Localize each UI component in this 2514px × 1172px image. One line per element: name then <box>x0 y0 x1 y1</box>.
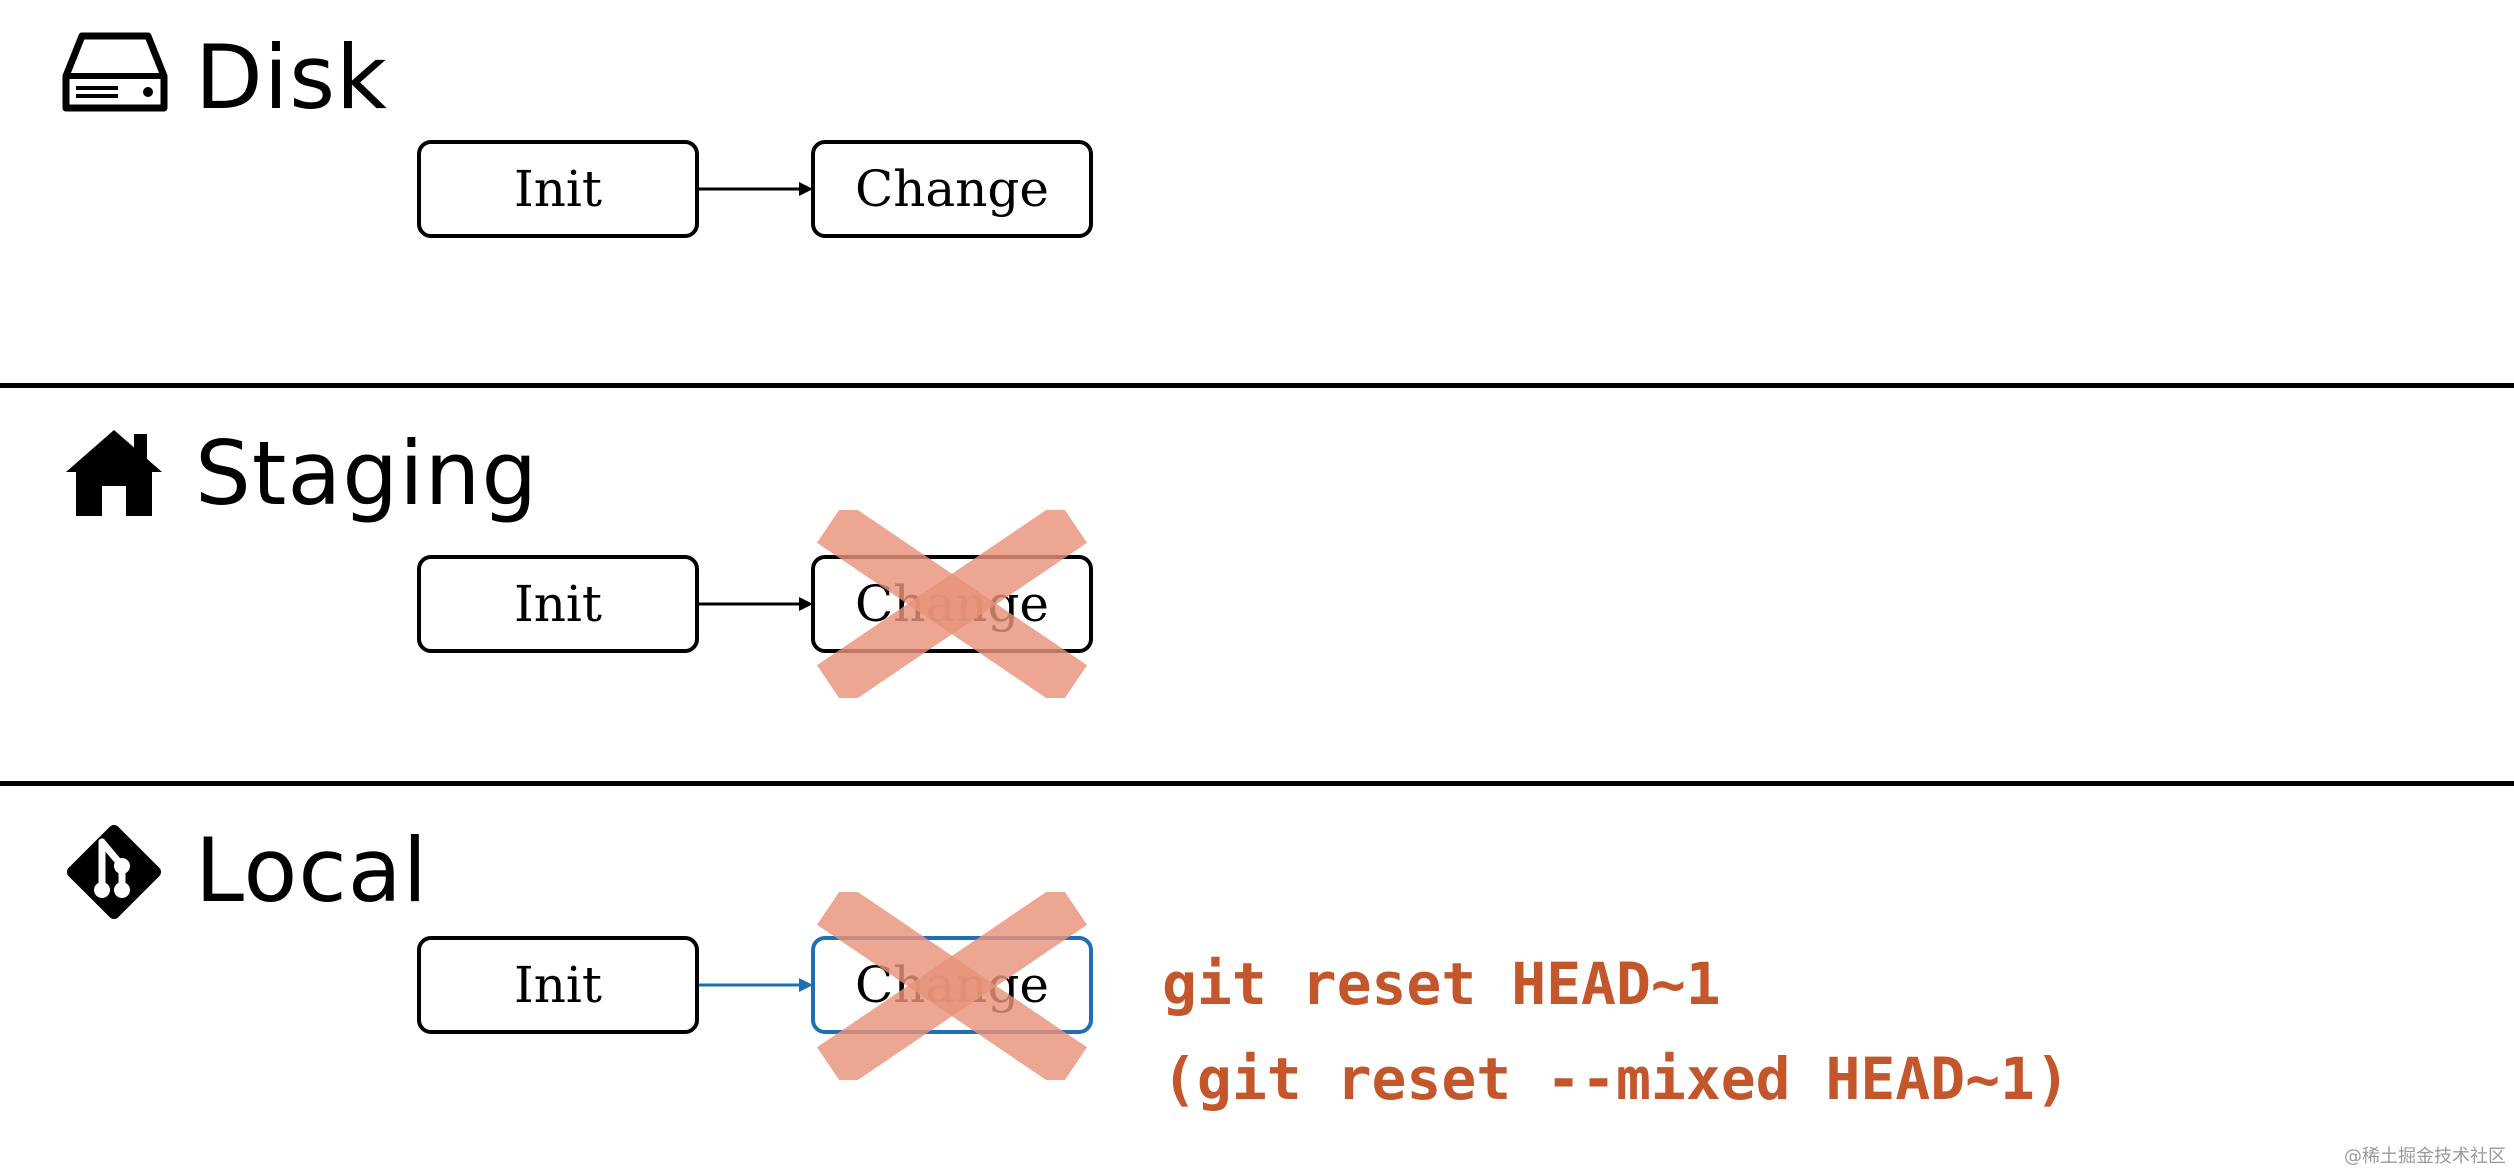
staging-init-node: Init <box>417 555 699 653</box>
disk-title: Disk <box>195 26 389 129</box>
divider-disk-staging <box>0 383 2514 388</box>
git-reset-mixed-command: (git reset --mixed HEAD~1) <box>1162 1045 2070 1113</box>
local-init-node: Init <box>417 936 699 1034</box>
local-arrow <box>699 978 813 992</box>
git-reset-command: git reset HEAD~1 <box>1162 950 1721 1018</box>
staging-change-node: Change <box>811 555 1093 653</box>
git-logo-icon <box>66 824 162 920</box>
disk-init-node: Init <box>417 140 699 238</box>
local-change-node: Change <box>811 936 1093 1034</box>
local-title: Local <box>195 819 429 922</box>
staging-arrow <box>699 597 813 611</box>
staging-title: Staging <box>195 422 539 525</box>
disk-arrow <box>699 182 813 196</box>
divider-staging-local <box>0 781 2514 786</box>
house-icon <box>66 430 162 516</box>
disk-change-node: Change <box>811 140 1093 238</box>
hard-disk-icon <box>62 32 168 112</box>
watermark-text: @稀土掘金技术社区 <box>2344 1146 2506 1167</box>
